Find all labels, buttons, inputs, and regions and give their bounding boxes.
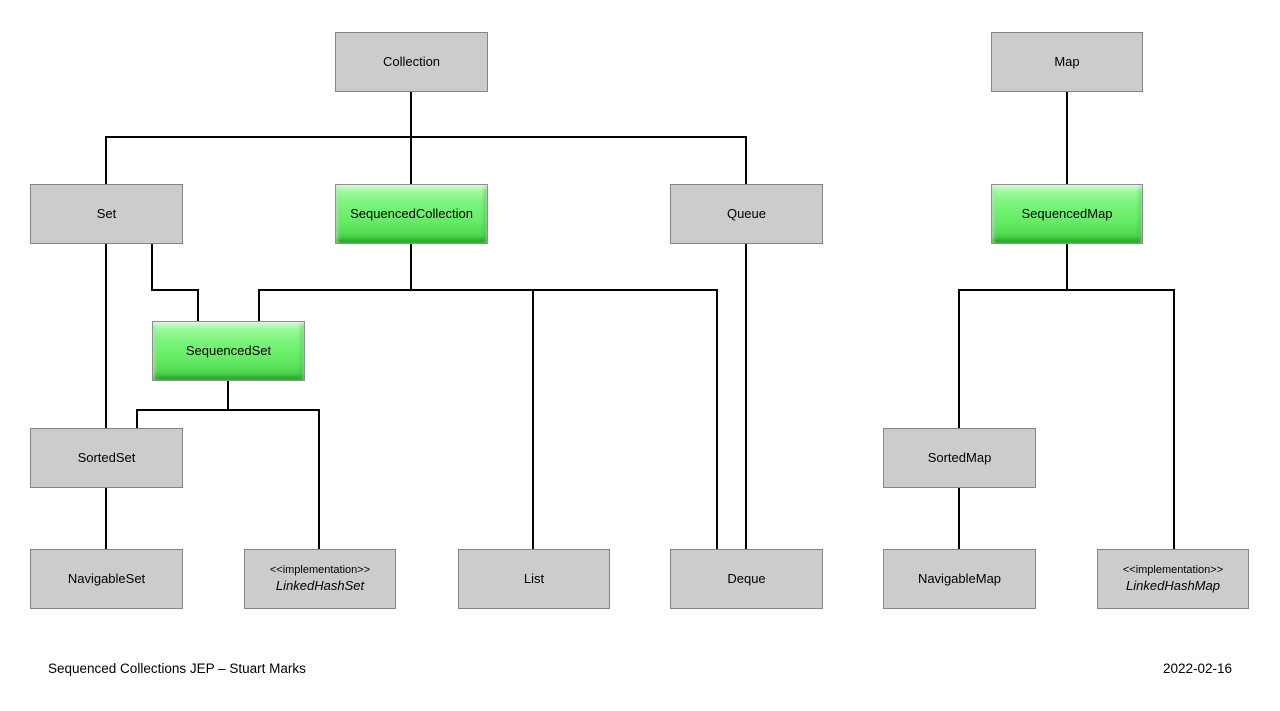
node-sorted-set: SortedSet — [30, 428, 183, 488]
node-sequenced-set: SequencedSet — [152, 321, 305, 381]
node-label: Deque — [727, 570, 766, 586]
edge-collection-children-bus — [105, 136, 747, 138]
edge-queue-to-deque — [745, 243, 747, 550]
node-linked-hash-map: <<implementation>>LinkedHashMap — [1097, 549, 1249, 609]
edge-map-to-sequencedmap — [1066, 91, 1068, 185]
edge-bus-to-linkedhashset — [318, 409, 320, 550]
edge-set-to-sortedset — [105, 243, 107, 429]
edge-collection-to-sequencedcollection — [410, 91, 412, 185]
footer-caption: Sequenced Collections JEP – Stuart Marks — [48, 661, 306, 676]
edge-set-to-sequencedset — [197, 289, 199, 322]
edge-set-to-sequencedset — [151, 243, 153, 291]
edge-sequencedset-children-bus — [136, 409, 320, 411]
node-list: List — [458, 549, 610, 609]
node-sorted-map: SortedMap — [883, 428, 1036, 488]
node-label: Set — [96, 205, 117, 221]
edge-sortedset-to-navigableset — [105, 487, 107, 550]
edge-sequencedcollection-children-bus — [258, 289, 718, 291]
edge-bus-to-sortedset — [136, 409, 138, 429]
edge-bus-to-deque — [716, 289, 718, 550]
node-stereotype: <<implementation>> — [1122, 564, 1224, 576]
node-map: Map — [991, 32, 1143, 92]
node-label: NavigableMap — [917, 570, 1002, 586]
edge-bus-to-sequencedset — [258, 289, 260, 322]
footer-date: 2022-02-16 — [1162, 661, 1232, 676]
node-label: SortedSet — [77, 449, 136, 465]
node-stereotype: <<implementation>> — [269, 564, 371, 576]
edge-bus-to-linkedhashmap — [1173, 289, 1175, 550]
node-deque: Deque — [670, 549, 823, 609]
node-navigable-set: NavigableSet — [30, 549, 183, 609]
node-label: SequencedSet — [185, 342, 272, 358]
edge-sequencedcollection-down — [410, 243, 412, 291]
edge-sequencedmap-down — [1066, 243, 1068, 291]
node-label: SortedMap — [927, 449, 992, 465]
node-collection: Collection — [335, 32, 488, 92]
node-sequenced-map: SequencedMap — [991, 184, 1143, 244]
node-label: LinkedHashSet — [275, 577, 365, 593]
node-label: NavigableSet — [67, 570, 146, 586]
edge-bus-to-queue — [745, 136, 747, 185]
node-label: List — [523, 570, 545, 586]
node-label: SequencedMap — [1021, 205, 1113, 221]
node-label: Collection — [382, 53, 441, 69]
edge-bus-to-sortedmap — [958, 289, 960, 429]
edge-sequencedmap-children-bus — [958, 289, 1175, 291]
node-label: SequencedCollection — [350, 205, 473, 221]
node-linked-hash-set: <<implementation>>LinkedHashSet — [244, 549, 396, 609]
edge-bus-to-list — [532, 289, 534, 550]
node-label: LinkedHashMap — [1126, 577, 1220, 593]
node-set: Set — [30, 184, 183, 244]
node-navigable-map: NavigableMap — [883, 549, 1036, 609]
edge-set-to-sequencedset — [151, 289, 199, 291]
node-queue: Queue — [670, 184, 823, 244]
node-label: Queue — [726, 205, 767, 221]
edge-sequencedset-down — [227, 380, 229, 411]
edge-sortedmap-to-navigablemap — [958, 487, 960, 550]
node-sequenced-collection: SequencedCollection — [335, 184, 488, 244]
node-label: Map — [1054, 53, 1080, 69]
edge-bus-to-set — [105, 136, 107, 185]
